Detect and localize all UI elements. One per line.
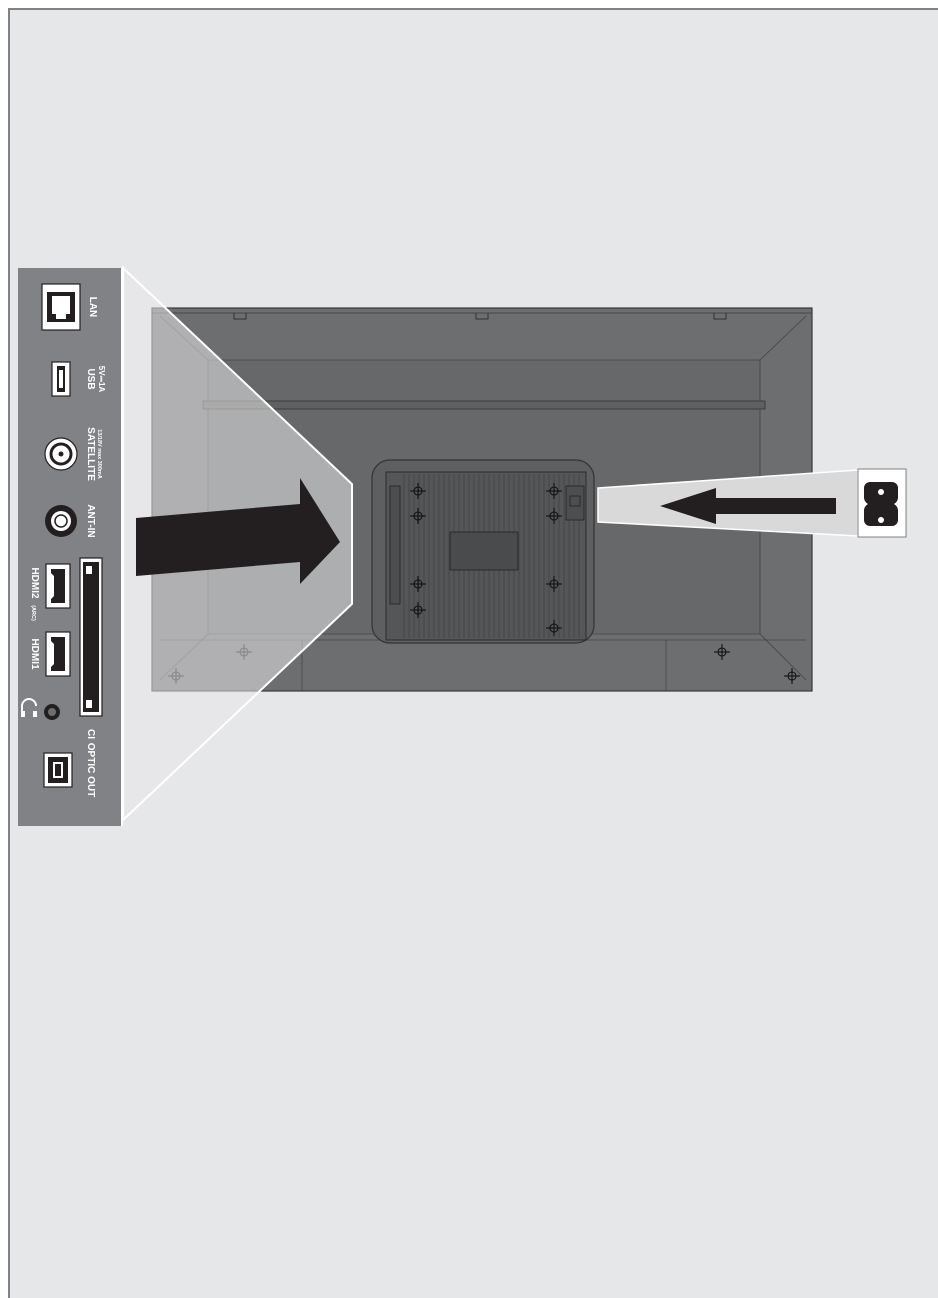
screw-icon	[410, 508, 426, 524]
screw-icon	[546, 483, 562, 499]
usb-label: USB	[85, 368, 96, 389]
screw-icon	[714, 644, 730, 660]
optical-port-icon	[43, 752, 73, 788]
screw-icon	[410, 483, 426, 499]
hdmi2-arc-label: (ARC)	[30, 605, 36, 621]
tv-bevel-bottom-right	[759, 633, 807, 681]
usb-port-icon	[51, 361, 71, 397]
lan-port-icon	[41, 283, 81, 331]
satellite-port-icon	[44, 437, 78, 471]
tv-top-hook-left	[233, 313, 247, 320]
screw-icon	[410, 602, 426, 618]
headphone-jack-icon	[44, 704, 60, 720]
hdmi2-label: HDMI2	[29, 567, 40, 599]
power-plug-icon	[864, 482, 898, 526]
satellite-rating-label: 13/18V max 300mA	[96, 429, 102, 479]
tv-vent-lines	[403, 474, 580, 638]
screw-icon	[546, 576, 562, 592]
power-arrow-icon	[660, 488, 836, 524]
screw-icon	[546, 508, 562, 524]
usb-rating-label: 5V⎓1A	[97, 366, 106, 393]
power-plug-hole-top	[878, 489, 884, 495]
headphone-icon	[21, 698, 37, 717]
ant-in-label: ANT-IN	[85, 504, 96, 537]
connection-side-panel: LAN USB 5V⎓1A SATELLITE 13/18V max 300mA	[18, 268, 123, 826]
tv-bevel-top-right	[759, 315, 807, 361]
hdmi-port-icon	[45, 631, 71, 677]
tv-label-plate	[449, 531, 519, 571]
screw-icon	[784, 668, 800, 684]
tv-top-hook-center	[475, 313, 489, 320]
tv-top-hook-right	[713, 313, 727, 320]
optic-out-label: OPTIC OUT	[85, 743, 96, 797]
ci-label: CI	[85, 729, 96, 739]
screw-icon	[546, 620, 562, 636]
side-panel-body	[18, 268, 122, 826]
antenna-port-icon	[45, 505, 77, 537]
hdmi-port-icon	[45, 563, 71, 609]
satellite-label: SATELLITE	[85, 427, 96, 481]
power-connection-callout	[597, 468, 907, 538]
hdmi1-label: HDMI1	[29, 638, 40, 670]
zoom-arrow-icon	[136, 478, 340, 584]
tv-rear-rail	[202, 400, 766, 410]
screw-icon	[410, 576, 426, 592]
lan-label: LAN	[87, 297, 98, 318]
power-plug-hole-bottom	[878, 517, 884, 523]
tv-power-socket-inner	[569, 495, 581, 507]
tv-side-bracket	[389, 485, 401, 605]
ci-slot-icon	[79, 557, 103, 717]
tv-power-socket-small	[565, 485, 585, 521]
